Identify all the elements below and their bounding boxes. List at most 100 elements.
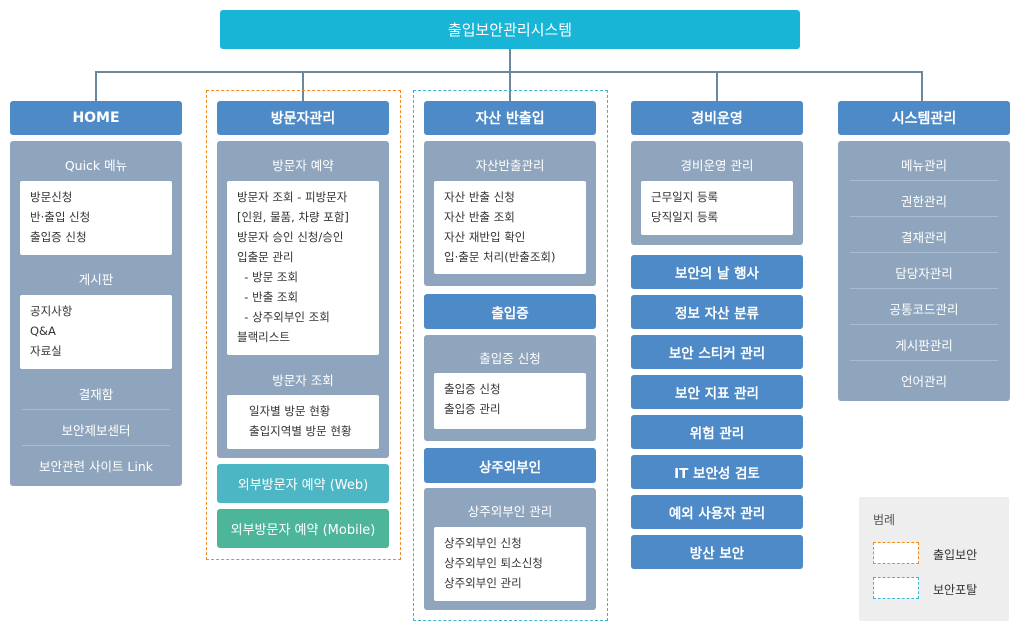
list-item[interactable]: 출입지역별 방문 현황 <box>249 424 352 438</box>
connector-asset <box>509 71 511 101</box>
permission-admin-link[interactable]: 권한관리 <box>900 194 947 209</box>
list-item[interactable]: 자산 재반입 확인 <box>444 230 526 244</box>
divider <box>850 288 998 289</box>
visitor-search-title: 방문자 조회 <box>272 373 334 388</box>
list-item[interactable]: 상주외부인 신청 <box>444 536 522 550</box>
list-item[interactable]: 출입증 신청 <box>444 382 501 396</box>
resident-outsider-box: 상주외부인 신청 상주외부인 퇴소신청 상주외부인 관리 <box>434 527 586 601</box>
security-sticker-button[interactable]: 보안 스티커 관리 <box>631 335 803 369</box>
list-item[interactable]: 근무일지 등록 <box>651 190 719 204</box>
exception-user-button[interactable]: 예외 사용자 관리 <box>631 495 803 529</box>
connector-trunk <box>509 49 511 71</box>
system-title: 출입보안관리시스템 <box>220 10 800 49</box>
access-card-apply-title: 출입증 신청 <box>479 351 541 366</box>
security-day-button[interactable]: 보안의 날 행사 <box>631 255 803 289</box>
asset-export-box: 자산 반출 신청 자산 반출 조회 자산 재반입 확인 입·출문 처리(반출조회… <box>434 181 586 274</box>
risk-management-button[interactable]: 위험 관리 <box>631 415 803 449</box>
menu-admin-link[interactable]: 메뉴관리 <box>900 158 947 173</box>
list-item[interactable]: - 반출 조회 <box>237 290 299 304</box>
asset-export-title: 자산반출관리 <box>475 158 545 173</box>
home-panel: Quick 메뉴 방문신청 반·출입 신청 출입증 신청 게시판 공지사항 Q&… <box>10 141 182 486</box>
visitor-reservation-box: 방문자 조회 - 피방문자 [인원, 물품, 차량 포함] 방문자 승인 신청/… <box>227 181 379 355</box>
list-item[interactable]: 자산 반출 신청 <box>444 190 515 204</box>
legend-title: 범례 <box>873 513 896 527</box>
divider <box>22 409 170 410</box>
security-ops-box: 근무일지 등록 당직일지 등록 <box>641 181 793 235</box>
access-card-panel: 출입증 신청 출입증 신청 출입증 관리 <box>424 335 596 441</box>
security-header[interactable]: 경비운영 <box>631 101 803 135</box>
list-item[interactable]: 자산 반출 조회 <box>444 210 515 224</box>
legend-label-security-portal: 보안포탈 <box>933 583 978 597</box>
list-item[interactable]: 방문신청 <box>30 190 73 204</box>
list-item[interactable]: - 방문 조회 <box>237 270 299 284</box>
quick-menu-title: Quick 메뉴 <box>64 158 128 173</box>
system-panel: 메뉴관리 권한관리 결재관리 담당자관리 공통코드관리 게시판관리 언어관리 <box>838 141 1010 401</box>
info-asset-button[interactable]: 정보 자산 분류 <box>631 295 803 329</box>
divider <box>850 324 998 325</box>
asset-header[interactable]: 자산 반출입 <box>424 101 596 135</box>
divider <box>850 360 998 361</box>
resident-outsider-panel: 상주외부인 관리 상주외부인 신청 상주외부인 퇴소신청 상주외부인 관리 <box>424 488 596 610</box>
visitor-search-box: 일자별 방문 현황 출입지역별 방문 현황 <box>227 395 379 449</box>
security-index-button[interactable]: 보안 지표 관리 <box>631 375 803 409</box>
approval-admin-link[interactable]: 결재관리 <box>900 230 947 245</box>
language-admin-link[interactable]: 언어관리 <box>900 374 947 389</box>
it-security-review-button[interactable]: IT 보안성 검토 <box>631 455 803 489</box>
list-item[interactable]: 반·출입 신청 <box>30 210 91 224</box>
quick-menu-box: 방문신청 반·출입 신청 출입증 신청 <box>20 181 172 255</box>
board-admin-link[interactable]: 게시판관리 <box>895 338 953 353</box>
list-item[interactable]: 일자별 방문 현황 <box>249 404 331 418</box>
list-item[interactable]: 출입증 신청 <box>30 230 87 244</box>
board-box: 공지사항 Q&A 자료실 <box>20 295 172 369</box>
common-code-admin-link[interactable]: 공통코드관리 <box>889 302 959 317</box>
legend-swatch-security-portal <box>873 577 919 599</box>
board-title: 게시판 <box>78 272 114 287</box>
list-item[interactable]: - 상주외부인 조회 <box>237 310 330 324</box>
connector-home <box>95 71 97 101</box>
list-item[interactable]: 방문자 조회 - 피방문자 <box>237 190 348 204</box>
list-item[interactable]: 입출문 관리 <box>237 250 294 264</box>
visitor-panel: 방문자 예약 방문자 조회 - 피방문자 [인원, 물품, 차량 포함] 방문자… <box>217 141 389 458</box>
legend: 범례 출입보안 보안포탈 <box>859 497 1009 621</box>
list-item[interactable]: Q&A <box>30 324 56 338</box>
connector-security <box>716 71 718 101</box>
legend-swatch-access-security <box>873 542 919 564</box>
divider <box>850 180 998 181</box>
divider <box>850 252 998 253</box>
security-portal-group <box>413 90 608 621</box>
list-item[interactable]: 방문자 승인 신청/승인 <box>237 230 344 244</box>
access-card-header[interactable]: 출입증 <box>424 294 596 329</box>
system-header[interactable]: 시스템관리 <box>838 101 1010 135</box>
visitor-header[interactable]: 방문자관리 <box>217 101 389 135</box>
list-item[interactable]: 입·출문 처리(반출조회) <box>444 250 556 264</box>
security-ops-title: 경비운영 관리 <box>680 158 754 173</box>
resident-outsider-header[interactable]: 상주외부인 <box>424 448 596 483</box>
access-security-group <box>206 90 401 560</box>
report-center-link[interactable]: 보안제보센터 <box>61 423 131 438</box>
list-item[interactable]: 상주외부인 관리 <box>444 576 522 590</box>
external-visitor-web-button[interactable]: 외부방문자 예약 (Web) <box>217 464 389 503</box>
approval-link[interactable]: 결재함 <box>78 387 114 402</box>
asset-panel: 자산반출관리 자산 반출 신청 자산 반출 조회 자산 재반입 확인 입·출문 … <box>424 141 596 286</box>
home-header[interactable]: HOME <box>10 101 182 135</box>
legend-label-access-security: 출입보안 <box>933 548 978 562</box>
access-card-box: 출입증 신청 출입증 관리 <box>434 373 586 429</box>
external-visitor-mobile-button[interactable]: 외부방문자 예약 (Mobile) <box>217 509 389 548</box>
resident-outsider-title: 상주외부인 관리 <box>467 504 553 519</box>
list-item: [인원, 물품, 차량 포함] <box>237 210 349 224</box>
list-item[interactable]: 자료실 <box>30 344 62 358</box>
defense-security-button[interactable]: 방산 보안 <box>631 535 803 569</box>
divider <box>850 216 998 217</box>
connector-system <box>921 71 923 101</box>
divider <box>22 445 170 446</box>
security-panel: 경비운영 관리 근무일지 등록 당직일지 등록 <box>631 141 803 245</box>
list-item[interactable]: 출입증 관리 <box>444 402 501 416</box>
connector-visitor <box>302 71 304 101</box>
list-item[interactable]: 블랙리스트 <box>237 330 290 344</box>
list-item[interactable]: 공지사항 <box>30 304 73 318</box>
list-item[interactable]: 당직일지 등록 <box>651 210 719 224</box>
list-item[interactable]: 상주외부인 퇴소신청 <box>444 556 543 570</box>
security-site-link[interactable]: 보안관련 사이트 Link <box>38 459 154 474</box>
manager-admin-link[interactable]: 담당자관리 <box>895 266 953 281</box>
visitor-reservation-title: 방문자 예약 <box>272 158 334 173</box>
